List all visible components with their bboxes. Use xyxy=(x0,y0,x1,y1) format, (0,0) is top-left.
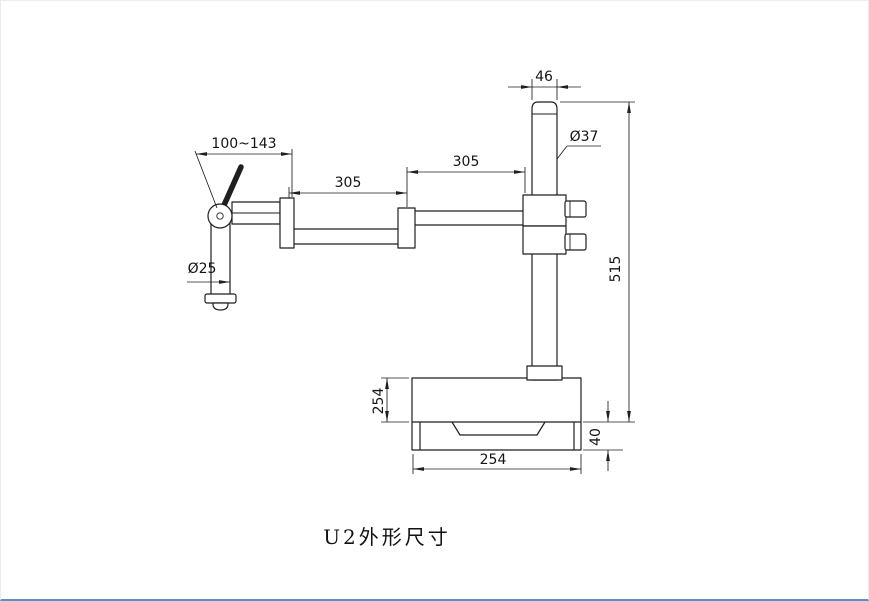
focus-post xyxy=(210,220,231,296)
clamp-knob-upper xyxy=(564,200,587,218)
pivot-hub xyxy=(207,203,233,229)
dim-label-column-top-width: 46 xyxy=(535,69,553,85)
arm-lower-segment xyxy=(285,228,412,245)
post-tip xyxy=(212,302,229,311)
post-cap xyxy=(204,293,237,304)
clamp-knob-lower xyxy=(564,233,587,251)
dim-label-base-side: 254 xyxy=(371,388,387,415)
dim-label-post-diameter: Ø25 xyxy=(188,261,217,277)
dim-label-arm-right: 305 xyxy=(453,154,480,170)
column-clamp xyxy=(522,194,587,255)
head-assembly xyxy=(204,164,244,311)
base-plate xyxy=(411,377,582,451)
arm-end-joint xyxy=(279,197,295,249)
dim-label-base-width: 254 xyxy=(480,452,507,468)
column-flange xyxy=(526,365,563,381)
dim-label-arm-left: 305 xyxy=(335,175,362,191)
articulated-arm xyxy=(231,194,587,255)
dim-label-head-range: 100~143 xyxy=(211,136,276,152)
dimension-annotations: 46 Ø37 100~143 305 305 Ø25 515 40 254 25… xyxy=(187,69,635,474)
dim-label-column-height: 515 xyxy=(608,256,624,283)
dim-label-column-diameter: Ø37 xyxy=(570,129,599,145)
drawing-caption: U2外形尺寸 xyxy=(323,525,451,549)
arm-upper-segment xyxy=(405,210,525,226)
arm-elbow-joint xyxy=(397,207,416,249)
dim-label-base-plate-height: 40 xyxy=(588,428,604,446)
